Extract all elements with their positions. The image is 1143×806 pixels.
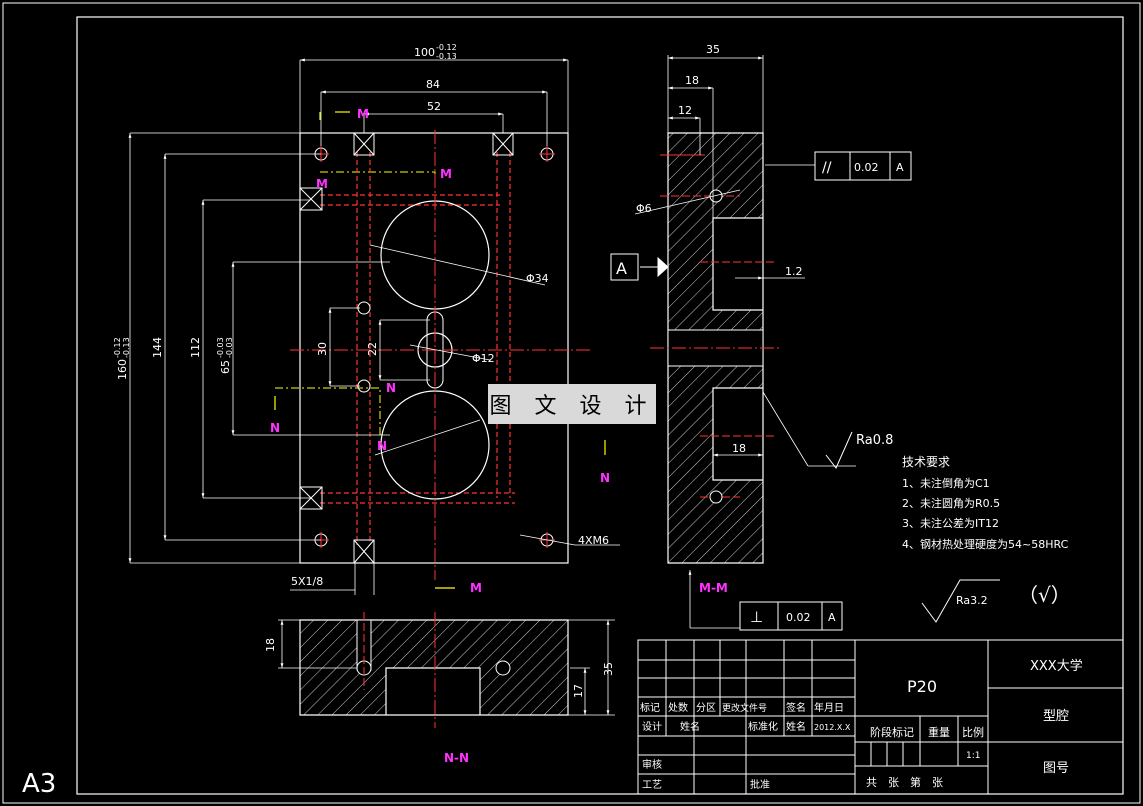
tech-req-title: 技术要求 <box>902 455 950 469</box>
svg-text:更改文件号: 更改文件号 <box>722 702 767 714</box>
svg-text:重量: 重量 <box>928 725 950 739</box>
dim-dia12: Φ12 <box>472 352 495 365</box>
section-path-m <box>320 171 436 178</box>
front-outline <box>299 132 569 564</box>
svg-text:A: A <box>828 611 836 624</box>
dim-18b: 18 <box>732 442 746 455</box>
dim-30: 30 <box>316 342 329 356</box>
tech-req-4: 4、钢材热处理硬度为54~58HRC <box>902 537 1069 551</box>
section-mark-n-4: N <box>600 471 610 485</box>
datum-label: A <box>616 259 627 278</box>
dim-dia6: Φ6 <box>636 202 652 215</box>
svg-text:Ra3.2: Ra3.2 <box>956 594 988 607</box>
dim-65: 65 <box>219 360 232 374</box>
tb-part-name: 型腔 <box>1043 709 1069 724</box>
dim-35: 35 <box>706 43 720 56</box>
svg-text:A: A <box>896 161 904 174</box>
section-label-mm: M-M <box>699 581 728 595</box>
svg-text://: // <box>822 160 832 176</box>
svg-text:标记: 标记 <box>640 702 660 714</box>
dim-width-total: 100 <box>414 46 435 59</box>
dim-144: 144 <box>151 337 164 358</box>
drawing-frame <box>76 16 1124 795</box>
dim-height-total: 160 <box>116 359 129 380</box>
svg-text:审核: 审核 <box>642 758 662 771</box>
svg-text:共 张 第 张: 共 张 第 张 <box>866 775 943 789</box>
svg-text:⊥: ⊥ <box>750 608 763 626</box>
thread-holes-label: 4XM6 <box>578 534 609 547</box>
tech-requirements: 技术要求 1、未注倒角为C1 2、未注圆角为R0.5 3、未注公差为IT12 4… <box>902 455 1069 551</box>
tech-req-1: 1、未注倒角为C1 <box>902 476 990 490</box>
section-mark-n-2: N <box>270 421 280 435</box>
front-view: 100 -0.12 -0.13 84 52 160 -0.12 -0.13 14… <box>113 43 620 595</box>
dim-112: 112 <box>189 337 202 358</box>
sheet-size-label: A3 <box>22 769 56 799</box>
tb-material: P20 <box>907 677 937 696</box>
section-mark-m-2: M <box>316 177 328 191</box>
section-label-nn: N-N <box>444 751 469 765</box>
dim-width-tol-lower: -0.13 <box>436 52 457 61</box>
svg-text:设计: 设计 <box>642 720 662 733</box>
dim-1-2: 1.2 <box>785 265 803 278</box>
section-mark-m-4: M <box>470 581 482 595</box>
tol-parallel-frame: // 0.02 A <box>814 151 912 181</box>
svg-text:1:1: 1:1 <box>966 751 980 761</box>
dim-52: 52 <box>427 100 441 113</box>
section-mark-m-1: M <box>357 107 369 121</box>
bottom-view: 18 35 17 N-N <box>264 612 615 765</box>
svg-text:阶段标记: 阶段标记 <box>870 725 914 739</box>
watermark: 图 文 设 计 <box>488 384 656 424</box>
dim-height-tol-upper: -0.12 <box>113 337 122 358</box>
svg-text:姓名: 姓名 <box>786 720 806 733</box>
tb-school: XXX大学 <box>1030 658 1083 674</box>
section-mark-n-3: N <box>377 439 387 453</box>
dim-height-tol-lower: -0.13 <box>122 337 131 358</box>
svg-text:批准: 批准 <box>750 778 770 791</box>
tech-req-2: 2、未注圆角为R0.5 <box>902 496 1000 510</box>
pipe-thread-label: 5X1/8 <box>291 575 323 588</box>
svg-text:分区: 分区 <box>696 702 716 714</box>
datum-box <box>610 253 639 281</box>
roughness-local: Ra0.8 <box>856 433 893 448</box>
dim-dia34: Φ34 <box>526 272 549 285</box>
dim-18: 18 <box>685 74 699 87</box>
dim-n-17: 17 <box>572 684 585 698</box>
svg-text:比例: 比例 <box>962 725 984 739</box>
side-view: 35 18 12 Φ6 1.2 18 A // 0.02 A Ra0.8 ⊥ 0… <box>610 43 912 631</box>
svg-text:处数: 处数 <box>668 701 688 714</box>
dim-n-18: 18 <box>264 638 277 652</box>
svg-text:2012.X.X: 2012.X.X <box>814 723 851 732</box>
svg-text:0.02: 0.02 <box>854 161 879 174</box>
svg-text:0.02: 0.02 <box>786 611 811 624</box>
section-mark-m-3: M <box>440 167 452 181</box>
title-block <box>637 639 1124 795</box>
section-mark-n-1: N <box>386 381 396 395</box>
dim-12: 12 <box>678 104 692 117</box>
svg-text:工艺: 工艺 <box>642 779 662 791</box>
svg-text:年月日: 年月日 <box>814 701 844 714</box>
tol-perp-frame: ⊥ 0.02 A <box>739 601 843 631</box>
general-roughness: Ra3.2 （√） <box>921 579 1071 623</box>
dim-n-35: 35 <box>602 662 615 676</box>
dim-65-tol-lower: -0.03 <box>225 337 234 358</box>
title-block-text: XXX大学 型腔 图号 P20 标记 处数 分区 更改文件号 签名 年月日 设计… <box>640 658 1083 791</box>
svg-text:（√）: （√） <box>1018 583 1071 607</box>
section-path-n <box>275 387 381 436</box>
tech-req-3: 3、未注公差为IT12 <box>902 516 999 530</box>
tb-drawing-no-label: 图号 <box>1043 761 1069 776</box>
dim-width-tol-upper: -0.12 <box>436 43 457 52</box>
dim-84: 84 <box>426 78 440 91</box>
svg-text:姓名: 姓名 <box>680 720 700 733</box>
svg-text:签名: 签名 <box>786 701 806 714</box>
dim-22: 22 <box>366 342 379 356</box>
svg-text:标准化: 标准化 <box>748 720 778 733</box>
bottom-hatch <box>299 619 569 716</box>
dim-65-tol-upper: -0.03 <box>216 337 225 358</box>
